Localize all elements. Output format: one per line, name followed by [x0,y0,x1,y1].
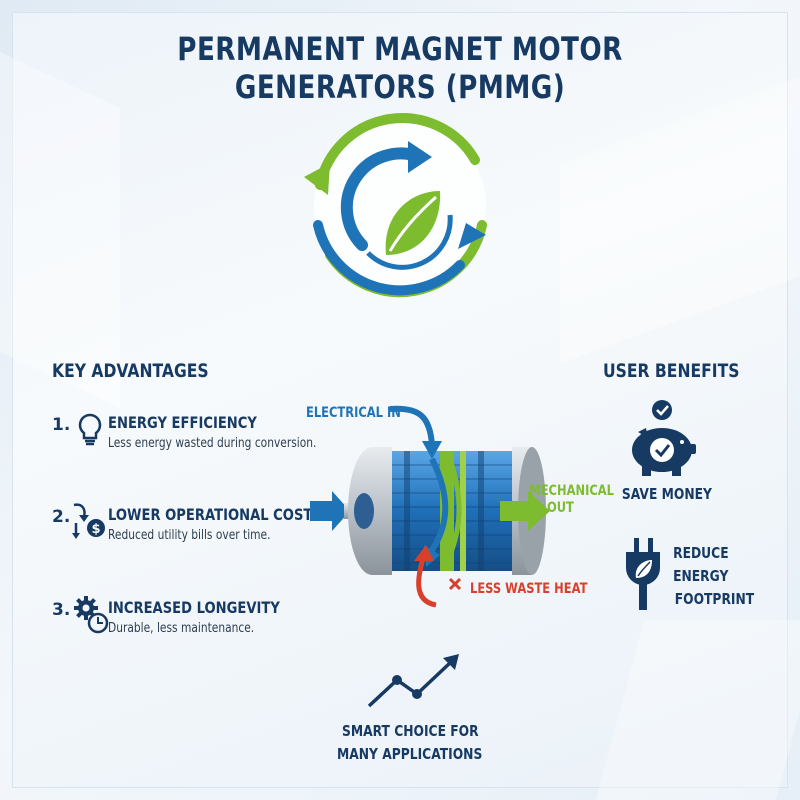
electrical-in-label: ELECTRICAL IN [306,405,401,421]
key-advantages-heading: KEY ADVANTAGES [52,360,209,382]
electrical-in-arrow [389,405,435,446]
motor-diagram [310,405,550,608]
gear-clock-icon [74,596,109,634]
cost-down-icon: $ [72,503,105,539]
eco-plug-icon [626,538,660,610]
smart-choice-label: SMART CHOICE FOR MANY APPLICATIONS [337,722,483,763]
piggy-bank-icon [632,400,696,476]
user-benefits-heading: USER BENEFITS [603,360,740,382]
lightbulb-icon [78,413,102,446]
save-money-label: SAVE MONEY [621,485,712,503]
mechanical-out-arrow [500,491,550,531]
eco-cycle-logo [304,113,487,298]
input-arrow [310,491,350,531]
trend-up-icon [367,654,459,708]
less-waste-heat-label: LESS WASTE HEAT [470,581,588,597]
reduce-energy-footprint-label: REDUCE ENERGY FOOTPRINT [673,544,755,608]
page-title: PERMANENT MAGNET MOTOR GENERATORS (PMMG) [177,30,623,106]
x-icon [448,577,462,591]
mechanical-out-label: MECHANICAL OUT [529,483,614,516]
svg-text:$: $ [91,522,100,537]
